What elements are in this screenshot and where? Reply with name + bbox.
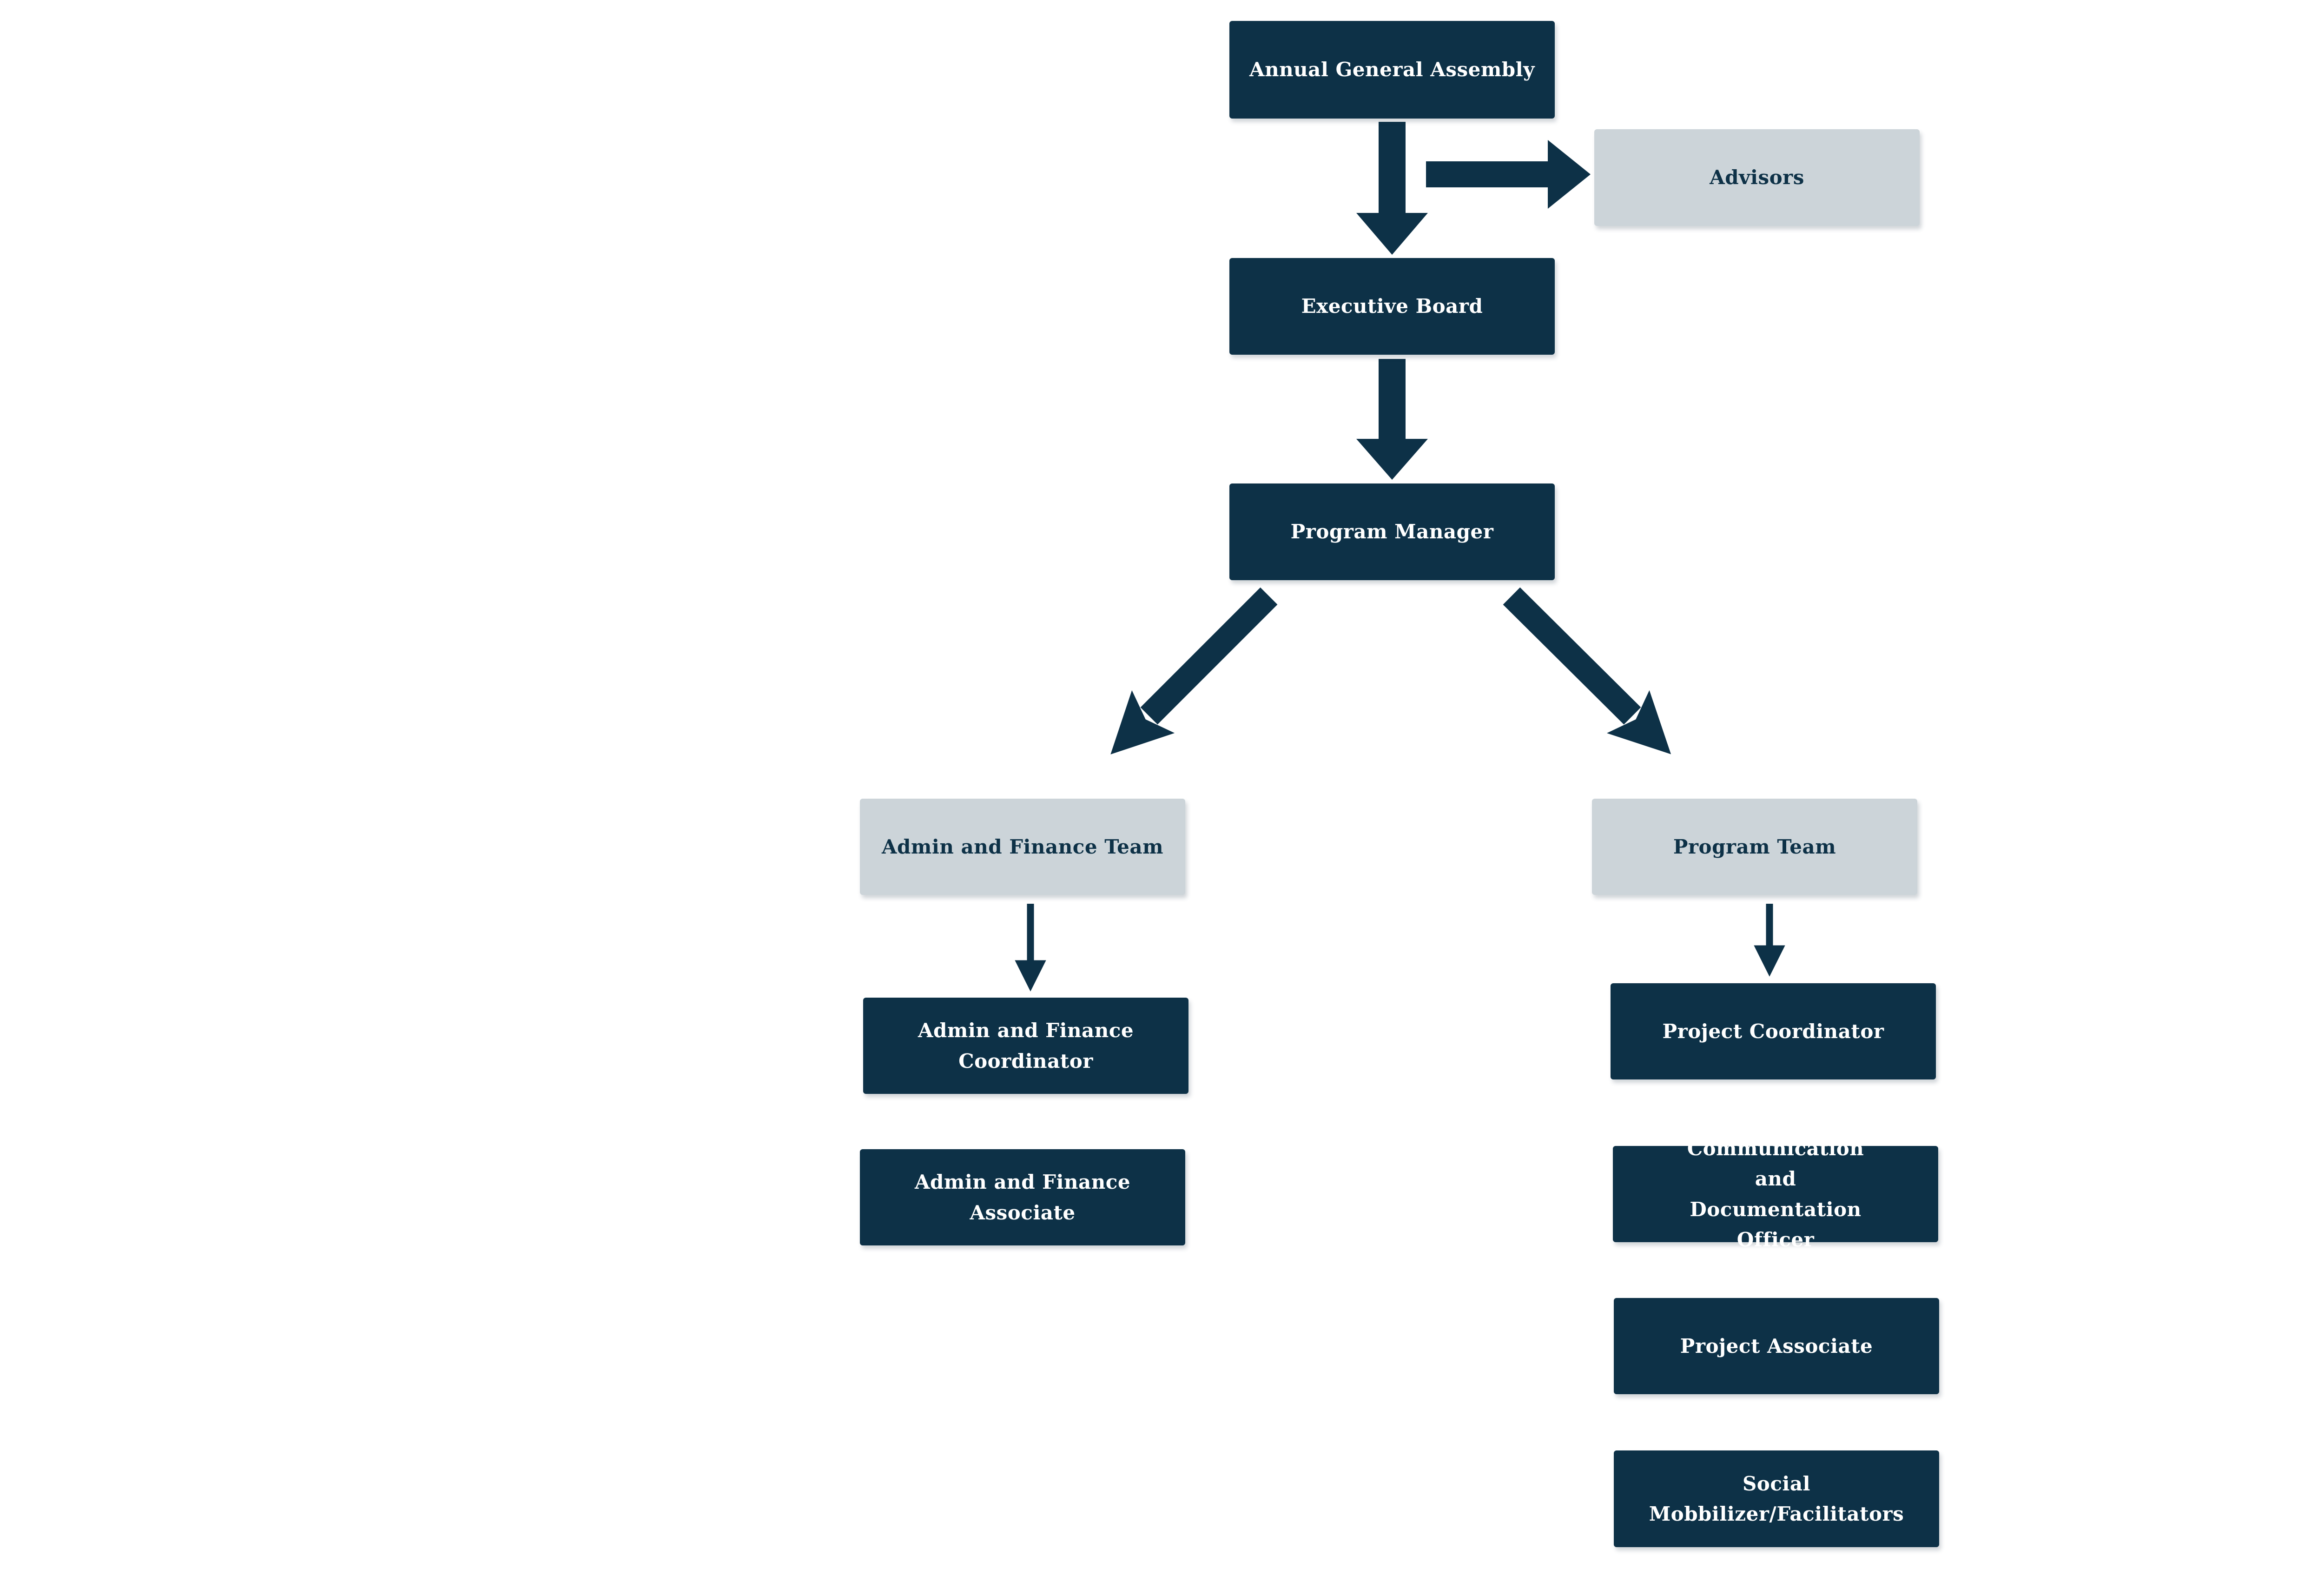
node-executive-board: Executive Board <box>1229 258 1555 355</box>
node-label: Program Team <box>1673 835 1836 858</box>
node-admin-finance-coordinator: Admin and Finance Coordinator <box>863 998 1188 1094</box>
node-program-manager: Program Manager <box>1229 483 1555 580</box>
node-label: Project Coordinator <box>1662 1020 1884 1043</box>
node-admin-finance-team: Admin and Finance Team <box>860 799 1185 895</box>
node-admin-finance-associate: Admin and Finance Associate <box>860 1149 1185 1245</box>
node-label: Communication and Documentation Officer <box>1687 1137 1864 1251</box>
node-label: Advisors <box>1710 166 1804 189</box>
node-label: Executive Board <box>1301 295 1483 318</box>
arrow-executive-board-to-program-manager <box>1356 359 1428 480</box>
node-label: Program Manager <box>1290 520 1494 543</box>
node-label: Admin and Finance Coordinator <box>918 1019 1134 1072</box>
node-project-coordinator: Project Coordinator <box>1611 983 1936 1079</box>
node-label: Social Mobbilizer/Facilitators <box>1649 1472 1904 1525</box>
node-annual-general-assembly: Annual General Assembly <box>1229 21 1555 119</box>
node-social-mobbilizer-facilitators: Social Mobbilizer/Facilitators <box>1614 1450 1939 1547</box>
node-program-team: Program Team <box>1592 799 1917 895</box>
arrow-program-manager-to-admin-finance-team <box>1110 587 1278 755</box>
node-project-associate: Project Associate <box>1614 1298 1939 1394</box>
arrow-program-manager-to-program-team <box>1503 587 1671 755</box>
node-label: Admin and Finance Team <box>881 835 1164 858</box>
arrow-aga-to-executive-board <box>1356 122 1428 255</box>
node-communication-documentation-officer: Communication and Documentation Officer <box>1613 1137 1938 1251</box>
node-label: Project Associate <box>1680 1334 1873 1357</box>
node-advisors: Advisors <box>1594 129 1920 226</box>
arrow-aga-to-advisors <box>1426 140 1591 209</box>
node-label: Annual General Assembly <box>1249 58 1535 81</box>
node-label: Admin and Finance Associate <box>914 1171 1131 1224</box>
